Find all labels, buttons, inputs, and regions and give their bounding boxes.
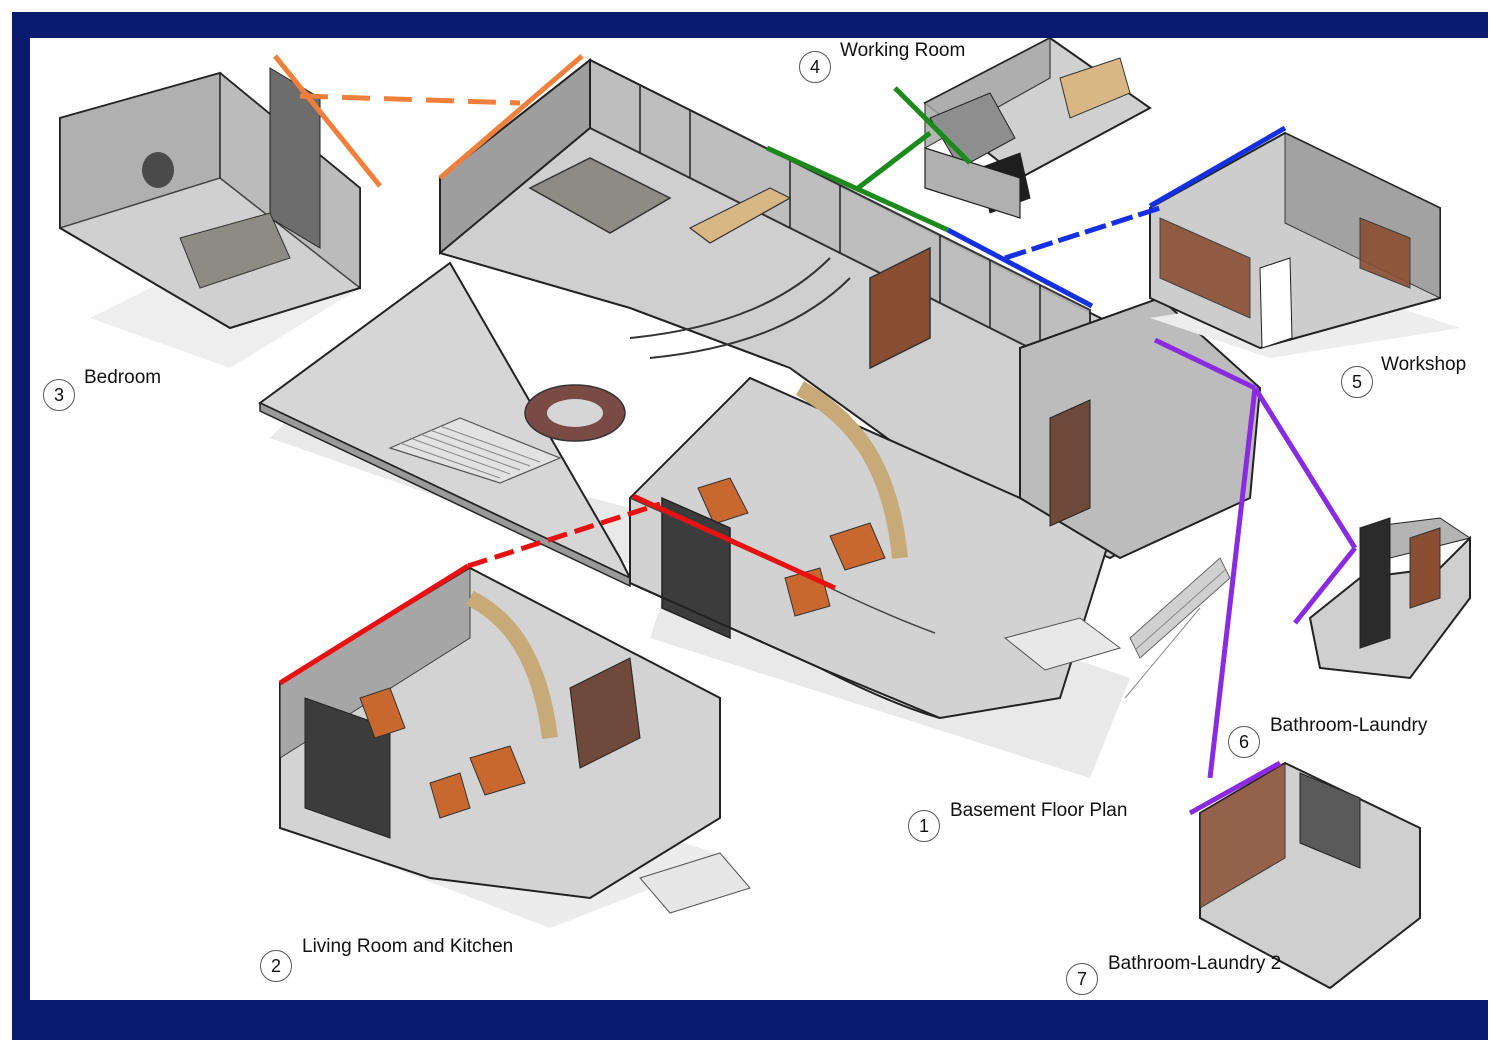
bathroom-laundry-2-view: [1199, 761, 1421, 990]
living-kitchen-view: [279, 566, 751, 928]
view-number-badge-5: 5: [1341, 366, 1373, 398]
view-number-badge-7: 7: [1066, 963, 1098, 995]
view-title-living-room-kitchen: Living Room and Kitchen: [302, 936, 514, 957]
workshop-view: [1149, 131, 1460, 358]
view-number-badge-6: 6: [1228, 726, 1260, 758]
view-title-basement-floor-plan: Basement Floor Plan: [950, 800, 1128, 821]
working-room-view: [923, 38, 1152, 219]
basement-floor-plan: [258, 57, 1262, 778]
connector-lines: [273, 54, 1358, 816]
view-title-workshop: Workshop: [1381, 354, 1467, 375]
bathroom-laundry-view: [1308, 517, 1472, 680]
view-number-badge-1: 1: [908, 810, 940, 842]
staircase-icon: [388, 417, 562, 484]
view-title-bedroom: Bedroom: [84, 367, 162, 388]
drawing-canvas: 1 Basement Floor Plan 2 Living Room and …: [30, 38, 1488, 1000]
view-number-badge-2: 2: [260, 950, 292, 982]
view-title-working-room: Working Room: [840, 40, 966, 61]
view-title-bathroom-laundry-2: Bathroom-Laundry 2: [1108, 953, 1282, 974]
view-number-badge-3: 3: [43, 379, 75, 411]
view-number-badge-4: 4: [799, 51, 831, 83]
isometric-drawing: [59, 38, 1472, 990]
view-title-bathroom-laundry: Bathroom-Laundry: [1270, 715, 1428, 736]
bedroom-view: [59, 67, 361, 368]
